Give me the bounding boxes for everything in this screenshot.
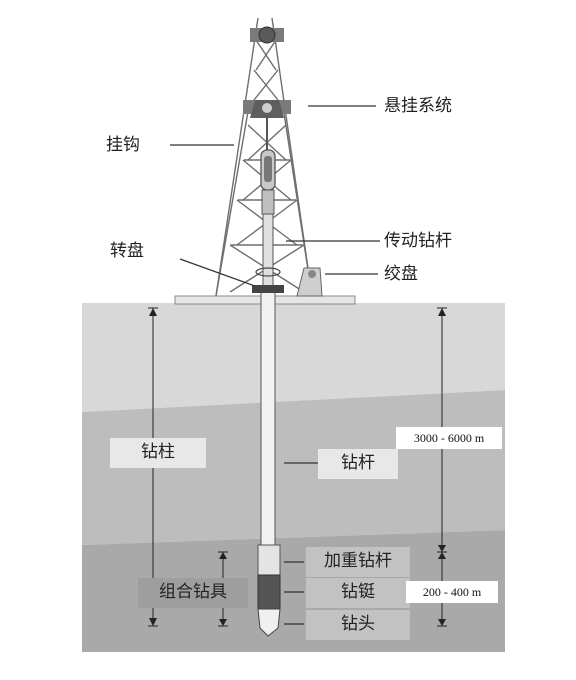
label-drawworks: 绞盘 bbox=[384, 264, 418, 284]
derrick bbox=[215, 17, 313, 297]
label-kelly: 传动钻杆 bbox=[384, 231, 452, 251]
label-hook: 挂钩 bbox=[106, 135, 140, 155]
rotary-table-shape bbox=[252, 267, 284, 293]
label-bha: 组合钻具 bbox=[138, 578, 248, 608]
label-drill-bit: 钻头 bbox=[306, 610, 410, 640]
travelling-block bbox=[243, 100, 291, 118]
leader-lines bbox=[170, 105, 380, 625]
soil-layer-top bbox=[82, 303, 505, 412]
hook-assembly bbox=[260, 118, 276, 215]
label-stabilizer: 钻铤 bbox=[306, 578, 410, 608]
crown-block bbox=[250, 26, 284, 44]
label-drill-pipe: 钻杆 bbox=[318, 449, 398, 479]
bottom-hole-assembly bbox=[257, 544, 281, 637]
dimension-arrows bbox=[149, 308, 446, 626]
label-suspension-system: 悬挂系统 bbox=[384, 96, 452, 116]
depth-total-label: 3000 - 6000 m bbox=[396, 427, 502, 449]
drill-pipe bbox=[260, 213, 276, 546]
depth-bha-label: 200 - 400 m bbox=[406, 581, 498, 603]
label-drill-collar: 加重钻杆 bbox=[306, 547, 410, 577]
drawworks-shape bbox=[296, 267, 323, 297]
label-drill-string: 钻柱 bbox=[110, 438, 206, 468]
label-rotary-table: 转盘 bbox=[110, 241, 144, 261]
